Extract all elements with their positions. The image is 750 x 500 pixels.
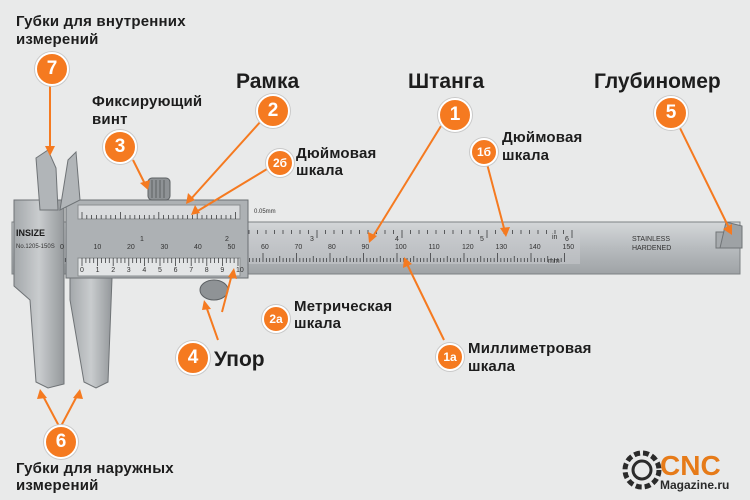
- slider-vernier-window: [77, 257, 241, 277]
- label-metric-scale-line2: шкала: [294, 315, 342, 332]
- cnc-gear-icon: [622, 450, 662, 490]
- logo-brand: CNC: [660, 450, 721, 481]
- inch-scale-number: 6: [565, 236, 569, 243]
- main-scale-number: 80: [328, 244, 336, 251]
- fixed-jaw-outer: [13, 199, 65, 389]
- model-marking: No.1205-150S: [16, 244, 55, 250]
- badge-2: 2: [256, 94, 290, 128]
- vernier-resolution-marking: 0.05mm: [254, 209, 276, 215]
- label-inch-scale-2b-line1: Дюймовая: [296, 145, 377, 162]
- vernier-number: 3: [126, 267, 131, 274]
- label-depth-gauge: Глубиномер: [594, 70, 721, 93]
- badge-7: 7: [35, 52, 69, 86]
- inch-scale-number: 4: [395, 236, 399, 243]
- badge-2b: 2б: [266, 149, 294, 177]
- thumb-stop: [199, 279, 229, 301]
- vernier-number: 4: [142, 267, 147, 274]
- badge-1b: 1б: [470, 138, 498, 166]
- vernier-number: 0: [80, 267, 84, 274]
- badge-1: 1: [438, 98, 472, 132]
- label-inch-scale-1b-line1: Дюймовая: [502, 129, 583, 146]
- lock-screw-knurl: [151, 180, 165, 198]
- label-outer-jaws-line1: Губки для наружных: [16, 460, 174, 477]
- main-scale-number: 110: [428, 244, 440, 251]
- vernier-number: 10: [236, 267, 244, 274]
- vernier-number: 7: [189, 267, 194, 274]
- label-metric-scale-line1: Метрическая: [294, 298, 393, 315]
- main-scale-number: 70: [294, 244, 303, 251]
- label-stop: Упор: [214, 348, 265, 371]
- vernier-number: 2: [111, 267, 116, 274]
- main-scale-number: 40: [194, 244, 202, 251]
- stainless-marking-2: HARDENED: [632, 245, 672, 252]
- brand-marking: INSIZE: [16, 228, 46, 238]
- main-scale-number: 60: [261, 244, 269, 251]
- leader-lines: [41, 84, 731, 429]
- badge-1a: 1а: [436, 343, 464, 371]
- vernier-number: 9: [220, 267, 225, 274]
- main-scale-number: 140: [529, 244, 541, 251]
- stainless-marking-1: STAINLESS: [632, 236, 670, 243]
- main-scale-number: 30: [160, 244, 169, 251]
- badge-3: 3: [103, 130, 137, 164]
- badge-6: 6: [44, 425, 78, 459]
- metric-vernier-ticks: [81, 258, 239, 266]
- main-scale-number: 0: [60, 244, 64, 251]
- leader-arrowheads: [37, 146, 732, 399]
- vernier-number: 1: [95, 267, 100, 274]
- label-mm-scale-line2: шкала: [468, 358, 516, 375]
- main-scale-number: 50: [227, 244, 236, 251]
- inch-scale-number: 1: [140, 236, 144, 243]
- main-scale-number: 90: [361, 244, 370, 251]
- inch-vernier-ticks: [81, 212, 237, 219]
- vernier-number: 5: [158, 267, 162, 274]
- main-scale-number: 120: [462, 244, 474, 251]
- fixed-jaw-inner: [35, 149, 59, 211]
- badge-4: 4: [176, 341, 210, 375]
- badge-2a: 2а: [262, 305, 290, 333]
- inch-scale-number: 5: [480, 236, 484, 243]
- label-lock-screw-line1: Фиксирующий: [92, 93, 203, 110]
- label-inner-jaws-line2: измерений: [16, 31, 99, 48]
- lock-screw: [147, 177, 171, 201]
- main-scale-number: 20: [127, 244, 135, 251]
- label-outer-jaws-line2: измерений: [16, 477, 99, 494]
- unit-mm-marking: mm: [548, 258, 560, 265]
- movable-jaw-inner: [59, 150, 81, 211]
- label-inch-scale-2b-line2: шкала: [296, 162, 344, 179]
- inch-scale-number: 2: [225, 236, 229, 243]
- label-mm-scale-line1: Миллиметровая: [468, 340, 592, 357]
- main-scale-number: 100: [395, 244, 407, 251]
- main-scale-number: 10: [93, 244, 102, 251]
- vernier-number: 6: [173, 267, 178, 274]
- unit-in-marking: in: [552, 234, 558, 241]
- badge-5: 5: [654, 96, 688, 130]
- label-beam: Штанга: [408, 70, 485, 93]
- inch-scale-number: 3: [310, 236, 314, 243]
- vernier-number: 8: [204, 267, 209, 274]
- logo-sub: Magazine.ru: [660, 478, 730, 492]
- label-frame: Рамка: [236, 70, 300, 93]
- label-inch-scale-1b-line2: шкала: [502, 147, 550, 164]
- label-inner-jaws-line1: Губки для внутренних: [16, 13, 186, 30]
- main-scale-number: 150: [562, 244, 575, 251]
- label-lock-screw-line2: винт: [92, 111, 128, 128]
- main-scale-number: 130: [495, 244, 508, 251]
- movable-jaw-outer: [69, 277, 113, 389]
